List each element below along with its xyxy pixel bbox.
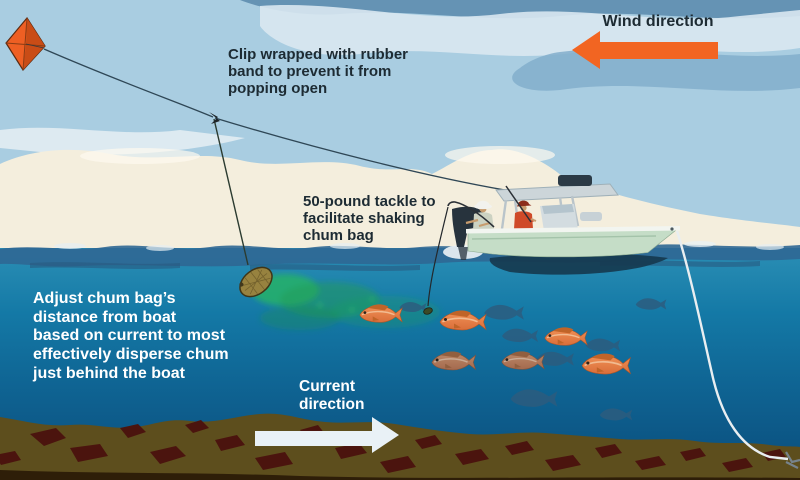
foam [330,243,360,249]
chum-bag-annotation-line: just behind the boat [33,364,185,382]
rub-rail [466,226,680,234]
chum-speck [370,297,374,301]
motor-lower-unit [458,247,468,260]
boat-shadow [489,253,668,275]
bow-cleat [670,227,674,231]
tackle-annotation-line: chum bag [303,226,374,244]
cloud-shape [0,127,245,155]
rock [545,455,581,471]
chum-speck [317,302,323,308]
sheer-line [471,235,657,240]
tackle-rig [423,206,449,315]
console-windshield [542,204,574,214]
foam [146,245,174,251]
chum-bag-annotation-line: distance from boat [33,308,177,326]
tackle-annotation-line: 50-pound tackle to [303,193,436,210]
fishing-line [427,206,449,307]
rock [150,446,186,464]
kite-bridle [25,43,45,49]
rock [415,435,442,449]
clip-annotation-line: popping open [228,79,328,97]
rock [335,443,367,459]
kite-line [214,117,506,191]
kite-rod [505,185,532,223]
release-clip [209,112,220,124]
rock [722,458,753,472]
sea-floor [0,413,800,480]
chum-bag-line [213,118,249,266]
rock [70,444,108,462]
clip-annotation-line: Clip wrapped with rubber [228,46,409,63]
tackle-annotation: 50-pound tackle to facilitate shaking ch… [303,193,436,244]
clip-annotation: Clip wrapped with rubber band to prevent… [228,46,409,97]
electronics-box [558,175,592,186]
white-hat-brim [474,203,492,210]
rock [635,456,666,470]
rock [455,449,489,465]
chum-bag [239,266,273,298]
foam [756,244,784,250]
rock [120,424,146,438]
cloud-bank [0,149,800,252]
boat [443,175,680,275]
rock [30,428,66,446]
cloud-shape [240,0,800,19]
cloud-shape [512,49,800,91]
red-cap [517,200,532,207]
chum-bag-annotation-line: Adjust chum bag’s [33,290,176,307]
tackle-lure [423,307,433,315]
rock [215,435,245,451]
rock [255,452,293,470]
angler-hand [530,218,537,222]
wave-streak [30,262,180,269]
chum-cloud-blob [260,306,340,330]
anchor-line [675,230,789,461]
current-direction-label: Current direction [299,378,364,414]
chum-speck [349,307,355,313]
chum-bag-annotation: Adjust chum bag’s distance from boat bas… [33,290,229,384]
current-direction-line: Current [299,378,355,395]
rock [0,451,21,465]
angler-arms [465,218,491,228]
clip-annotation-line: band to prevent it from [228,62,392,80]
sea-floor-dark-band [0,470,800,480]
cloud-highlight [80,148,200,164]
rock [680,448,706,461]
hull [467,228,679,258]
kite-rig [5,16,506,298]
chum-bag-knot [239,282,244,287]
foam [684,241,716,247]
current-direction-line: direction [299,395,365,413]
anchor-rig [675,230,800,469]
kite-shading [23,18,45,70]
kite-spars [5,17,46,71]
current-arrow [255,417,399,453]
cloud-highlight [445,146,555,164]
leaning-post [580,212,602,221]
chum-bag-annotation-line: effectively disperse chum [33,346,229,364]
kite [5,16,46,71]
kite-line [43,48,214,118]
chum-bag-netting [241,269,271,295]
rock [595,444,622,458]
bent-rod [447,201,495,228]
anchor [785,451,800,469]
wave-streak [250,264,420,271]
wind-arrow [572,31,718,69]
rock [380,456,416,473]
rock [185,420,209,433]
wind-direction-label: Wind direction [602,13,714,30]
angler-shirt [473,212,494,233]
foam [54,243,86,249]
chum-bag-annotation-line: based on current to most [33,327,226,345]
tackle-annotation-line: facilitate shaking [303,209,425,227]
cloud-highlights [80,146,555,164]
rock [505,441,534,455]
